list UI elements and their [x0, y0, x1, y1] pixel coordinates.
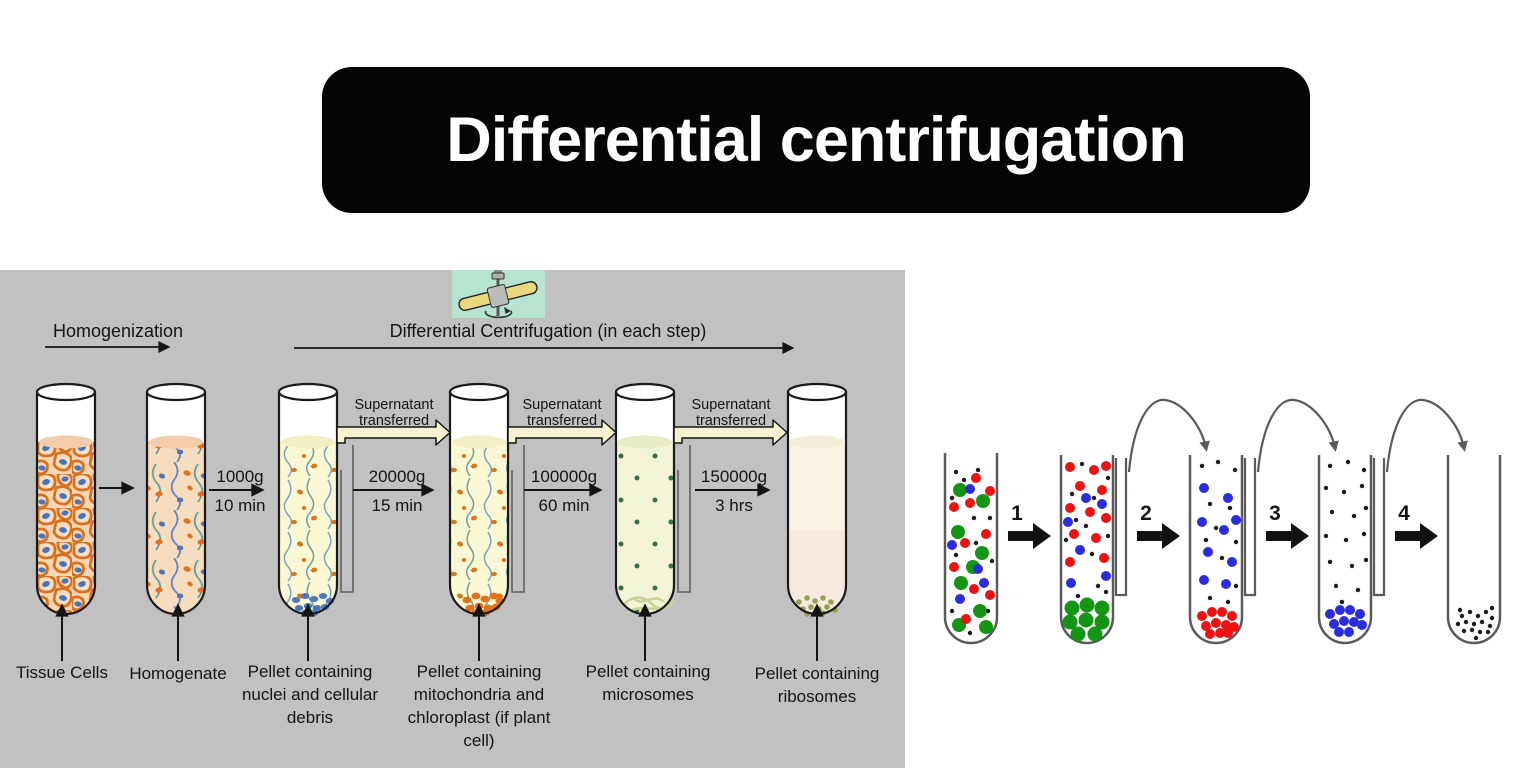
- page-title: Differential centrifugation: [446, 105, 1187, 175]
- homogenization-label: Homogenization: [53, 321, 183, 341]
- red-pellet: [1197, 607, 1239, 639]
- label-nuclei-pellet: Pellet containing nuclei and cellular de…: [242, 662, 378, 727]
- svg-text:Pellet containing: Pellet containing: [417, 662, 542, 681]
- step-number-2: 2: [1140, 502, 1152, 525]
- right-step-4: 4: [1395, 502, 1438, 549]
- left-diagram-panel: Homogenization Differential Centrifugati…: [0, 270, 905, 768]
- step-number-3: 3: [1269, 502, 1281, 525]
- centrifugation-label: Differential Centrifugation (in each ste…: [390, 321, 707, 341]
- svg-text:cell): cell): [463, 731, 494, 750]
- centrifugation-header: Differential Centrifugation (in each ste…: [294, 321, 795, 354]
- step-arrow-1: [1008, 523, 1051, 549]
- supernatant-label-2-line2: transferred: [527, 413, 597, 429]
- supernatant-label-2-line1: Supernatant: [522, 397, 601, 413]
- label-mitochondria-pellet: Pellet containing mitochondria and chlor…: [408, 662, 551, 750]
- step-150000g: 150000g 3 hrs: [695, 467, 771, 515]
- svg-text:debris: debris: [287, 708, 333, 727]
- transfer-curve-2: [1256, 398, 1339, 473]
- svg-text:mitochondria and: mitochondria and: [414, 685, 544, 704]
- supernatant-label-1-line2: transferred: [359, 413, 429, 429]
- supernatant-transfer-arrows: [336, 419, 788, 446]
- right-tube-2: [1059, 455, 1115, 645]
- label-tissue-cells: Tissue Cells: [16, 663, 108, 682]
- right-tube-4: [1317, 455, 1373, 645]
- blue-pellet: [1325, 605, 1367, 637]
- centrifuge-steps: 1000g 10 min 20000g 15 min 100000g 60 mi…: [209, 467, 771, 515]
- step-1-force: 1000g: [216, 467, 263, 486]
- tube-bottom-labels: Tissue Cells Homogenate Pellet containin…: [16, 662, 879, 750]
- right-step-2: 2: [1137, 502, 1180, 549]
- tube-mitochondria-pellet: [448, 382, 510, 617]
- step-arrow-2: [1137, 523, 1180, 549]
- transfer-curve-3: [1385, 398, 1468, 473]
- step-arrow-3: [1266, 523, 1309, 549]
- tube-ribosomes-pellet: [786, 382, 848, 617]
- decant-bracket-3: [1372, 458, 1386, 597]
- step-number-4: 4: [1398, 502, 1410, 525]
- supernatant-label-1-line1: Supernatant: [354, 397, 433, 413]
- title-banner: Differential centrifugation: [322, 67, 1310, 213]
- svg-text:Pellet containing: Pellet containing: [248, 662, 373, 681]
- right-tube-5: [1446, 455, 1502, 645]
- green-pellet: [1062, 597, 1110, 642]
- step-number-1: 1: [1011, 502, 1023, 525]
- decant-bracket-2: [1243, 458, 1257, 597]
- decant-brackets: [340, 445, 691, 593]
- label-homogenate: Homogenate: [129, 664, 226, 683]
- step-3-time: 60 min: [538, 496, 589, 515]
- svg-text:microsomes: microsomes: [602, 685, 694, 704]
- homogenization-header: Homogenization: [45, 321, 183, 353]
- tube-microsomes-pellet: [614, 382, 676, 616]
- right-step-3: 3: [1266, 502, 1309, 549]
- svg-text:ribosomes: ribosomes: [778, 687, 856, 706]
- supernatant-label-3-line2: transferred: [696, 413, 766, 429]
- left-diagram-svg: Homogenization Differential Centrifugati…: [16, 270, 879, 750]
- step-1-time: 10 min: [214, 496, 265, 515]
- label-microsomes-pellet: Pellet containing microsomes: [586, 662, 711, 704]
- tube-homogenate: [145, 382, 207, 616]
- step-4-force: 150000g: [701, 467, 767, 486]
- step-2-force: 20000g: [369, 467, 426, 486]
- black-pellet: [1455, 605, 1495, 641]
- svg-text:Pellet containing: Pellet containing: [755, 664, 880, 683]
- right-diagram: 1 2: [943, 398, 1502, 645]
- decant-bracket-1: [1114, 458, 1128, 597]
- svg-text:Pellet containing: Pellet containing: [586, 662, 711, 681]
- svg-text:chloroplast (if plant: chloroplast (if plant: [408, 708, 551, 727]
- right-tube-3: [1188, 455, 1244, 645]
- transfer-curve-1: [1127, 398, 1210, 473]
- step-4-time: 3 hrs: [715, 496, 753, 515]
- label-ribosomes-pellet: Pellet containing ribosomes: [755, 664, 880, 706]
- centrifuge-icon: [452, 270, 545, 319]
- step-arrow-4: [1395, 523, 1438, 549]
- right-tube-1: [943, 453, 999, 645]
- step-3-force: 100000g: [531, 467, 597, 486]
- svg-text:nuclei and cellular: nuclei and cellular: [242, 685, 378, 704]
- label-pointer-arrows: [55, 603, 824, 661]
- tube-tissue-cells: [35, 382, 97, 616]
- right-step-1: 1: [1008, 502, 1051, 549]
- step-20000g: 20000g 15 min: [353, 467, 435, 515]
- tube-nuclei-pellet: [277, 382, 339, 616]
- supernatant-label-3-line1: Supernatant: [691, 397, 770, 413]
- step-100000g: 100000g 60 min: [524, 467, 603, 515]
- step-2-time: 15 min: [371, 496, 422, 515]
- supernatant-labels: Supernatant transferred Supernatant tran…: [354, 397, 770, 429]
- step-1000g: 1000g 10 min: [209, 467, 266, 515]
